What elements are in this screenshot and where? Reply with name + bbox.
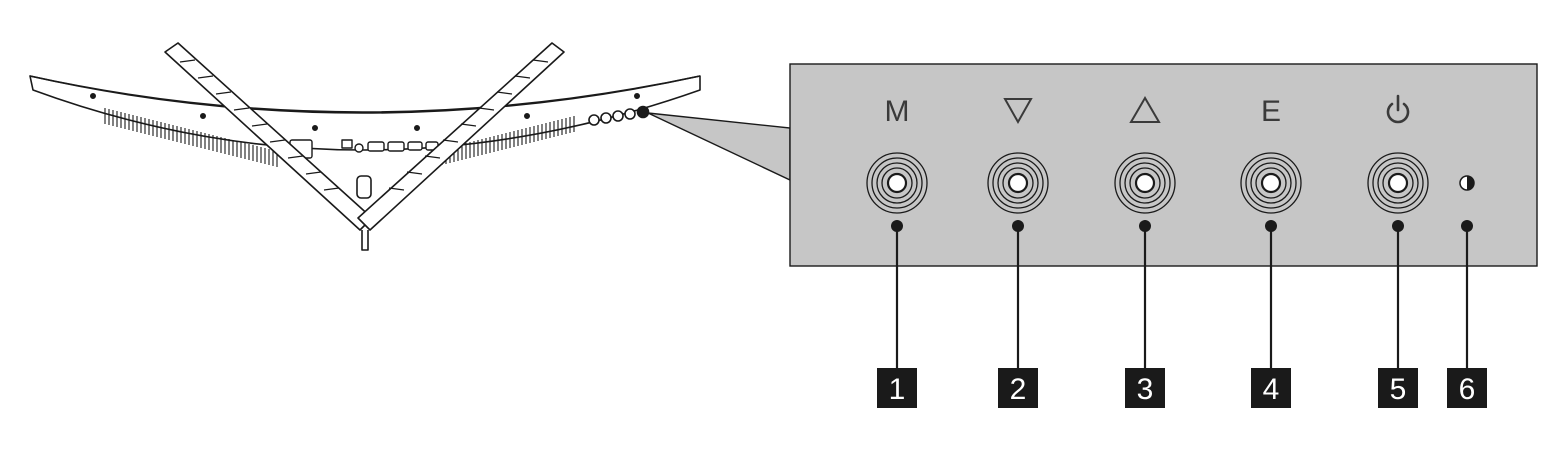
button-3[interactable] [1114, 152, 1176, 214]
monitor-bezel-edge [29, 75, 701, 113]
button-center [1387, 172, 1409, 194]
vent-left [104, 108, 278, 167]
exit-letter-icon: E [1261, 95, 1281, 128]
button-center [1134, 172, 1156, 194]
button-2[interactable] [987, 152, 1049, 214]
callout-number: 4 [1263, 373, 1280, 406]
triangle-up-icon [1129, 96, 1161, 123]
monitor-buttons [588, 105, 650, 126]
control-4: E4 [1240, 95, 1302, 408]
power-icon [1386, 102, 1410, 124]
control-2: 2 [987, 98, 1049, 408]
power-led-icon-half [1467, 176, 1474, 190]
control-1: M1 [866, 95, 928, 408]
callout-number: 6 [1459, 373, 1476, 406]
control-5: 5 [1367, 94, 1429, 408]
callout-box [1378, 368, 1418, 408]
stand-leg-right [357, 42, 565, 231]
stand [164, 42, 565, 251]
control-6: 6 [1447, 175, 1487, 408]
control-3: 3 [1114, 96, 1176, 408]
button-5[interactable] [1367, 152, 1429, 214]
button-center [1260, 172, 1282, 194]
monitor-illustration [29, 42, 701, 251]
callout-box [877, 368, 917, 408]
menu-letter-icon: M [885, 95, 910, 128]
screw-marks [90, 93, 640, 132]
callout-number: 2 [1010, 373, 1027, 406]
callout-number: 1 [889, 373, 906, 406]
button-center [886, 172, 908, 194]
callout-box [1447, 368, 1487, 408]
callout-box [1251, 368, 1291, 408]
button-4[interactable] [1240, 152, 1302, 214]
zoom-wedge [647, 112, 791, 182]
callout-number: 3 [1137, 373, 1154, 406]
callout-number: 5 [1390, 373, 1407, 406]
button-1[interactable] [866, 152, 928, 214]
triangle-down-icon [1003, 98, 1033, 125]
monitor-body [29, 75, 701, 151]
button-center [1007, 172, 1029, 194]
callout-box [998, 368, 1038, 408]
callout-box [1125, 368, 1165, 408]
